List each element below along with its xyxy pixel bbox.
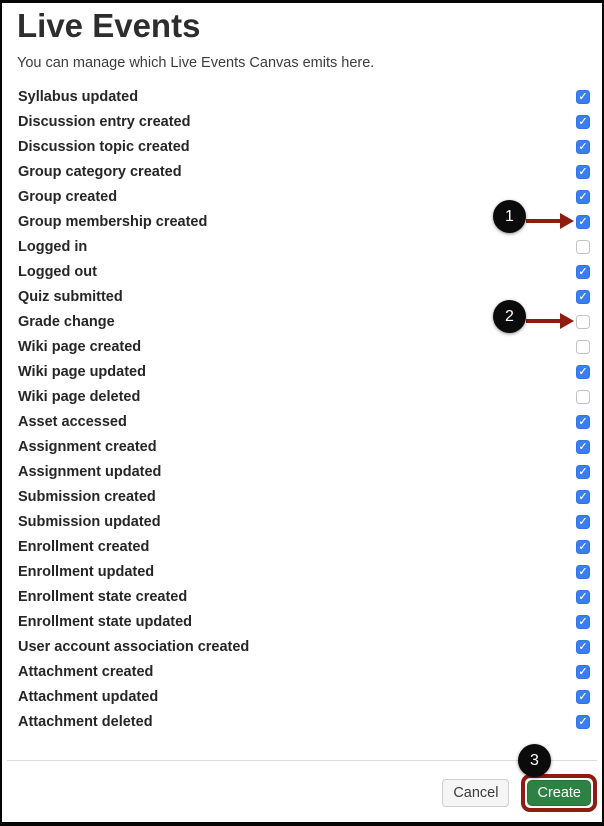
event-label: Discussion topic created xyxy=(18,138,190,155)
event-checkbox[interactable]: ✓ xyxy=(576,289,590,304)
event-checkbox[interactable]: ✓ xyxy=(576,614,590,629)
event-row: Submission created ✓ xyxy=(2,484,602,509)
event-row: Grade change xyxy=(2,309,602,334)
create-button[interactable]: Create xyxy=(527,780,591,806)
event-label: Assignment created xyxy=(18,438,157,455)
event-row: Enrollment state created ✓ xyxy=(2,584,602,609)
events-list: Syllabus updated ✓ Discussion entry crea… xyxy=(2,84,602,734)
event-label: Asset accessed xyxy=(18,413,127,430)
event-label: Enrollment state created xyxy=(18,588,188,605)
event-label: Enrollment created xyxy=(18,538,150,555)
annotation-marker-2: 2 xyxy=(493,300,526,333)
event-checkbox[interactable]: ✓ xyxy=(576,214,590,229)
event-row: Group membership created ✓ xyxy=(2,209,602,234)
event-row: Assignment updated ✓ xyxy=(2,459,602,484)
event-label: Enrollment updated xyxy=(18,563,155,580)
event-checkbox[interactable]: ✓ xyxy=(576,689,590,704)
event-label: Assignment updated xyxy=(18,463,162,480)
event-row: Enrollment updated ✓ xyxy=(2,559,602,584)
event-checkbox[interactable]: ✓ xyxy=(576,464,590,479)
annotation-arrow-2-icon xyxy=(526,313,574,329)
event-row: Group created ✓ xyxy=(2,184,602,209)
event-checkbox[interactable]: ✓ xyxy=(576,489,590,504)
event-checkbox[interactable]: ✓ xyxy=(576,514,590,529)
event-row: Attachment deleted ✓ xyxy=(2,709,602,734)
event-label: Group membership created xyxy=(18,213,208,230)
event-row: Enrollment state updated ✓ xyxy=(2,609,602,634)
arrow-head-icon xyxy=(560,213,574,229)
event-checkbox[interactable]: ✓ xyxy=(576,164,590,179)
event-checkbox[interactable]: ✓ xyxy=(576,89,590,104)
event-row: Quiz submitted ✓ xyxy=(2,284,602,309)
event-label: Enrollment state updated xyxy=(18,613,193,630)
event-label: User account association created xyxy=(18,638,250,655)
event-checkbox[interactable]: ✓ xyxy=(576,539,590,554)
arrow-line xyxy=(526,219,562,223)
event-checkbox[interactable]: ✓ xyxy=(576,664,590,679)
event-row: Submission updated ✓ xyxy=(2,509,602,534)
event-checkbox[interactable]: ✓ xyxy=(576,564,590,579)
event-checkbox[interactable]: ✓ xyxy=(576,264,590,279)
event-checkbox[interactable]: ✓ xyxy=(576,639,590,654)
cancel-button[interactable]: Cancel xyxy=(442,779,510,807)
create-button-highlight: Create xyxy=(521,774,597,812)
event-row: Discussion entry created ✓ xyxy=(2,109,602,134)
event-row: Asset accessed ✓ xyxy=(2,409,602,434)
event-checkbox[interactable]: ✓ xyxy=(576,139,590,154)
event-row: Discussion topic created ✓ xyxy=(2,134,602,159)
event-checkbox[interactable] xyxy=(576,314,590,329)
event-label: Quiz submitted xyxy=(18,288,123,305)
event-row: Wiki page deleted xyxy=(2,384,602,409)
event-row: Attachment updated ✓ xyxy=(2,684,602,709)
event-checkbox[interactable] xyxy=(576,239,590,254)
event-row: User account association created ✓ xyxy=(2,634,602,659)
event-row: Logged in xyxy=(2,234,602,259)
event-checkbox[interactable]: ✓ xyxy=(576,414,590,429)
event-label: Wiki page created xyxy=(18,338,142,355)
page-title: Live Events xyxy=(17,7,201,44)
event-row: Syllabus updated ✓ xyxy=(2,84,602,109)
event-checkbox[interactable]: ✓ xyxy=(576,189,590,204)
annotation-marker-1: 1 xyxy=(493,200,526,233)
event-checkbox[interactable]: ✓ xyxy=(576,114,590,129)
event-row: Assignment created ✓ xyxy=(2,434,602,459)
event-row: Wiki page updated ✓ xyxy=(2,359,602,384)
event-label: Group category created xyxy=(18,163,182,180)
event-checkbox[interactable] xyxy=(576,339,590,354)
annotation-arrow-1-icon xyxy=(526,213,574,229)
event-row: Wiki page created xyxy=(2,334,602,359)
footer-divider xyxy=(7,760,597,761)
event-label: Grade change xyxy=(18,313,115,330)
event-label: Syllabus updated xyxy=(18,88,139,105)
event-label: Attachment deleted xyxy=(18,713,153,730)
event-row: Enrollment created ✓ xyxy=(2,534,602,559)
event-label: Submission created xyxy=(18,488,156,505)
event-label: Wiki page updated xyxy=(18,363,146,380)
event-checkbox[interactable]: ✓ xyxy=(576,714,590,729)
event-label: Group created xyxy=(18,188,118,205)
event-label: Wiki page deleted xyxy=(18,388,141,405)
event-label: Discussion entry created xyxy=(18,113,191,130)
event-row: Logged out ✓ xyxy=(2,259,602,284)
arrow-head-icon xyxy=(560,313,574,329)
event-label: Attachment created xyxy=(18,663,154,680)
event-label: Submission updated xyxy=(18,513,161,530)
event-row: Group category created ✓ xyxy=(2,159,602,184)
event-checkbox[interactable]: ✓ xyxy=(576,364,590,379)
event-label: Logged out xyxy=(18,263,97,280)
annotation-marker-3: 3 xyxy=(518,744,551,777)
event-label: Attachment updated xyxy=(18,688,159,705)
event-checkbox[interactable] xyxy=(576,389,590,404)
footer: Cancel Create xyxy=(442,774,597,812)
event-label: Logged in xyxy=(18,238,88,255)
arrow-line xyxy=(526,319,562,323)
event-checkbox[interactable]: ✓ xyxy=(576,439,590,454)
event-row: Attachment created ✓ xyxy=(2,659,602,684)
page-subtitle: You can manage which Live Events Canvas … xyxy=(17,55,375,71)
event-checkbox[interactable]: ✓ xyxy=(576,589,590,604)
